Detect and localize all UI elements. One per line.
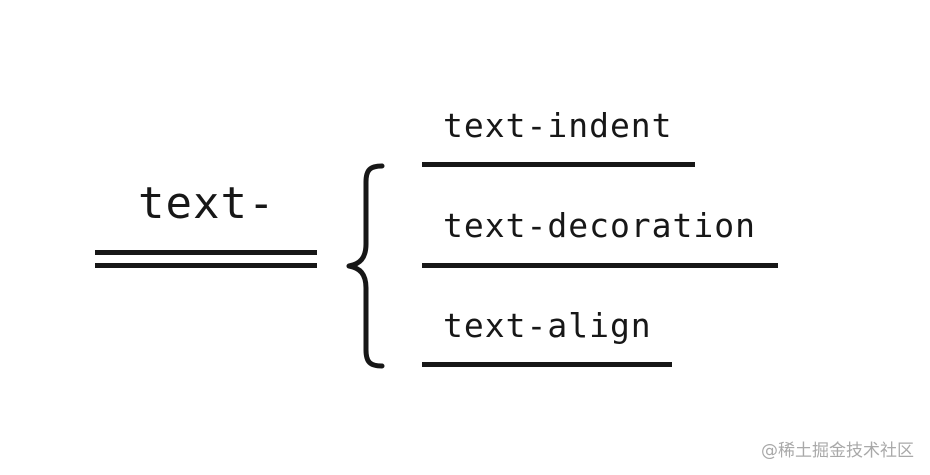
root-underline-bottom <box>95 263 317 268</box>
root-label: text- <box>138 178 276 229</box>
watermark: @稀土掘金技术社区 <box>761 441 914 461</box>
branch-label-align: text-align <box>443 306 652 345</box>
branch-underline-indent <box>422 162 695 167</box>
branch-underline-decoration <box>422 263 778 268</box>
branch-underline-align <box>422 362 672 367</box>
curly-brace-icon <box>346 163 385 369</box>
branch-label-indent: text-indent <box>443 106 673 145</box>
root-underline-top <box>95 250 317 255</box>
branch-label-decoration: text-decoration <box>443 206 757 245</box>
